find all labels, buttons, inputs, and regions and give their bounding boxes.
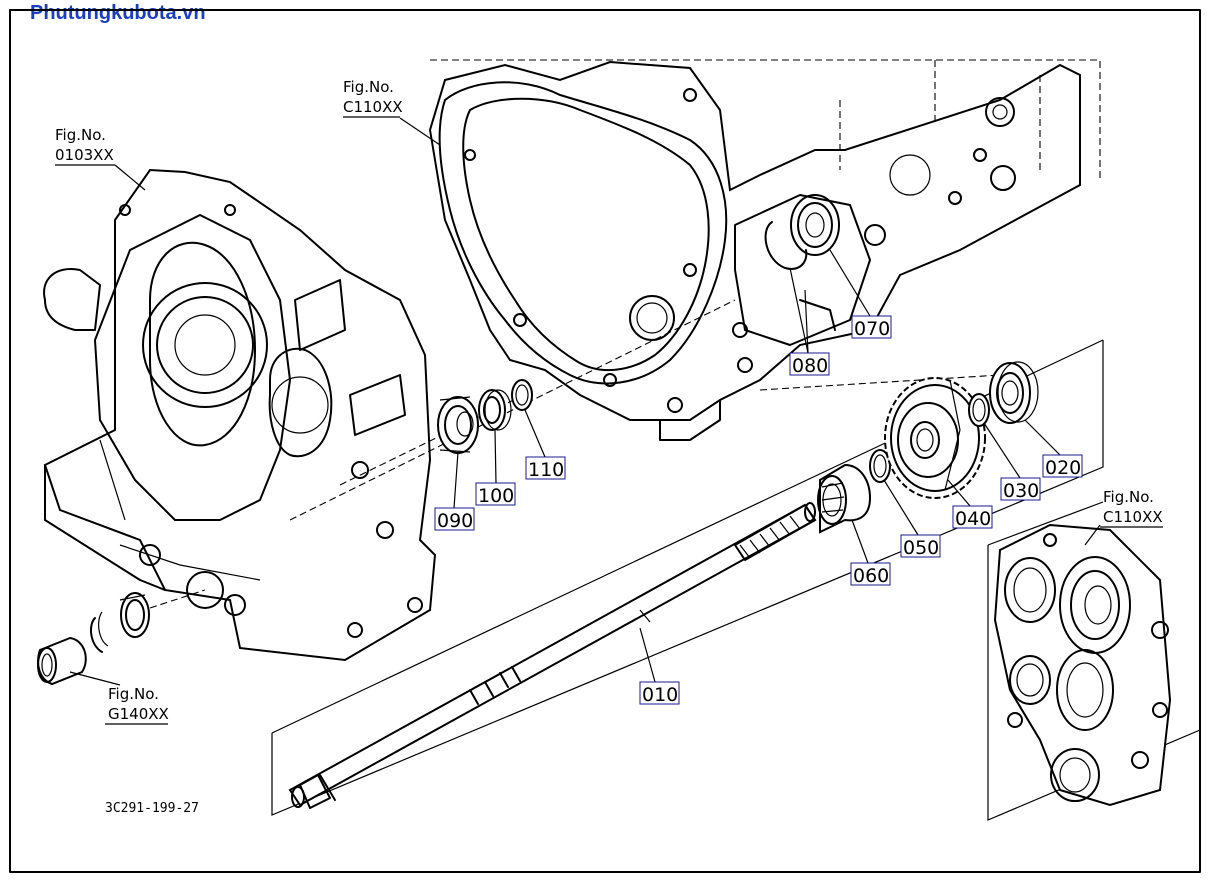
callout-label: 100 [478, 485, 514, 507]
part-010-shaft [288, 502, 817, 809]
callout-label: 080 [792, 355, 828, 377]
center-housing [428, 60, 1081, 441]
callout-100[interactable]: 100 [475, 482, 516, 507]
callout-label: 090 [437, 510, 473, 532]
left-coupling-parts [37, 589, 206, 686]
callout-label: 020 [1045, 457, 1081, 479]
callout-label: 030 [1003, 480, 1039, 502]
fig-ref-label: Fig.No. [1103, 488, 1154, 506]
fig-ref-code: 0103XX [55, 146, 114, 164]
callout-030[interactable]: 030 [1000, 477, 1041, 502]
part-040-gear [884, 377, 986, 499]
shaft-panel-outline [271, 340, 1104, 816]
drawing-frame [9, 9, 1201, 873]
drawing-code: 3C291-199-27 [105, 801, 199, 816]
alignment-line-upper [289, 299, 736, 521]
left-housing [43, 168, 437, 662]
callout-label: 060 [853, 565, 889, 587]
fig-ref-g140xx: Fig.No. G140XX [105, 685, 169, 725]
part-110-ring [511, 379, 533, 411]
callout-040[interactable]: 040 [952, 505, 993, 530]
fig-ref-code: C110XX [343, 98, 403, 116]
part-090-seal [437, 396, 479, 454]
right-cover [993, 523, 1172, 807]
callout-070[interactable]: 070 [851, 315, 892, 340]
callout-060[interactable]: 060 [850, 562, 891, 587]
callout-110[interactable]: 110 [525, 456, 566, 481]
callout-020[interactable]: 020 [1042, 454, 1083, 479]
alignment-line-right [759, 374, 1001, 391]
callout-label: 040 [955, 508, 991, 530]
fig-ref-label: Fig.No. [55, 126, 106, 144]
fig-ref-code: C110XX [1103, 508, 1163, 526]
fig-ref-0103xx: Fig.No. 0103XX [55, 126, 115, 166]
callout-080[interactable]: 080 [789, 352, 830, 377]
fig-ref-c110xx-top: Fig.No. C110XX [343, 78, 403, 118]
part-100-bearing [478, 389, 512, 431]
fig-ref-code: G140XX [108, 705, 169, 723]
part-020-ball-bearing [989, 361, 1039, 424]
callout-090[interactable]: 090 [434, 507, 475, 532]
callout-010[interactable]: 010 [639, 681, 680, 706]
watermark: Phutungkubota.vn [30, 2, 206, 24]
part-060-needle-bearing [817, 463, 872, 534]
part-030-circlip [968, 393, 990, 427]
housing-panel-outline [430, 59, 1101, 180]
callout-050[interactable]: 050 [900, 534, 941, 559]
callout-label: 050 [903, 537, 939, 559]
fig-ref-c110xx-right: Fig.No. C110XX [1100, 488, 1163, 528]
fig-ref-label: Fig.No. [343, 78, 394, 96]
fig-ref-label: Fig.No. [108, 685, 159, 703]
cover-panel-top-edge [987, 501, 1104, 546]
callout-label: 070 [854, 318, 890, 340]
callout-label: 010 [642, 684, 678, 706]
callout-label: 110 [528, 459, 564, 481]
leader-lines [69, 117, 1101, 686]
